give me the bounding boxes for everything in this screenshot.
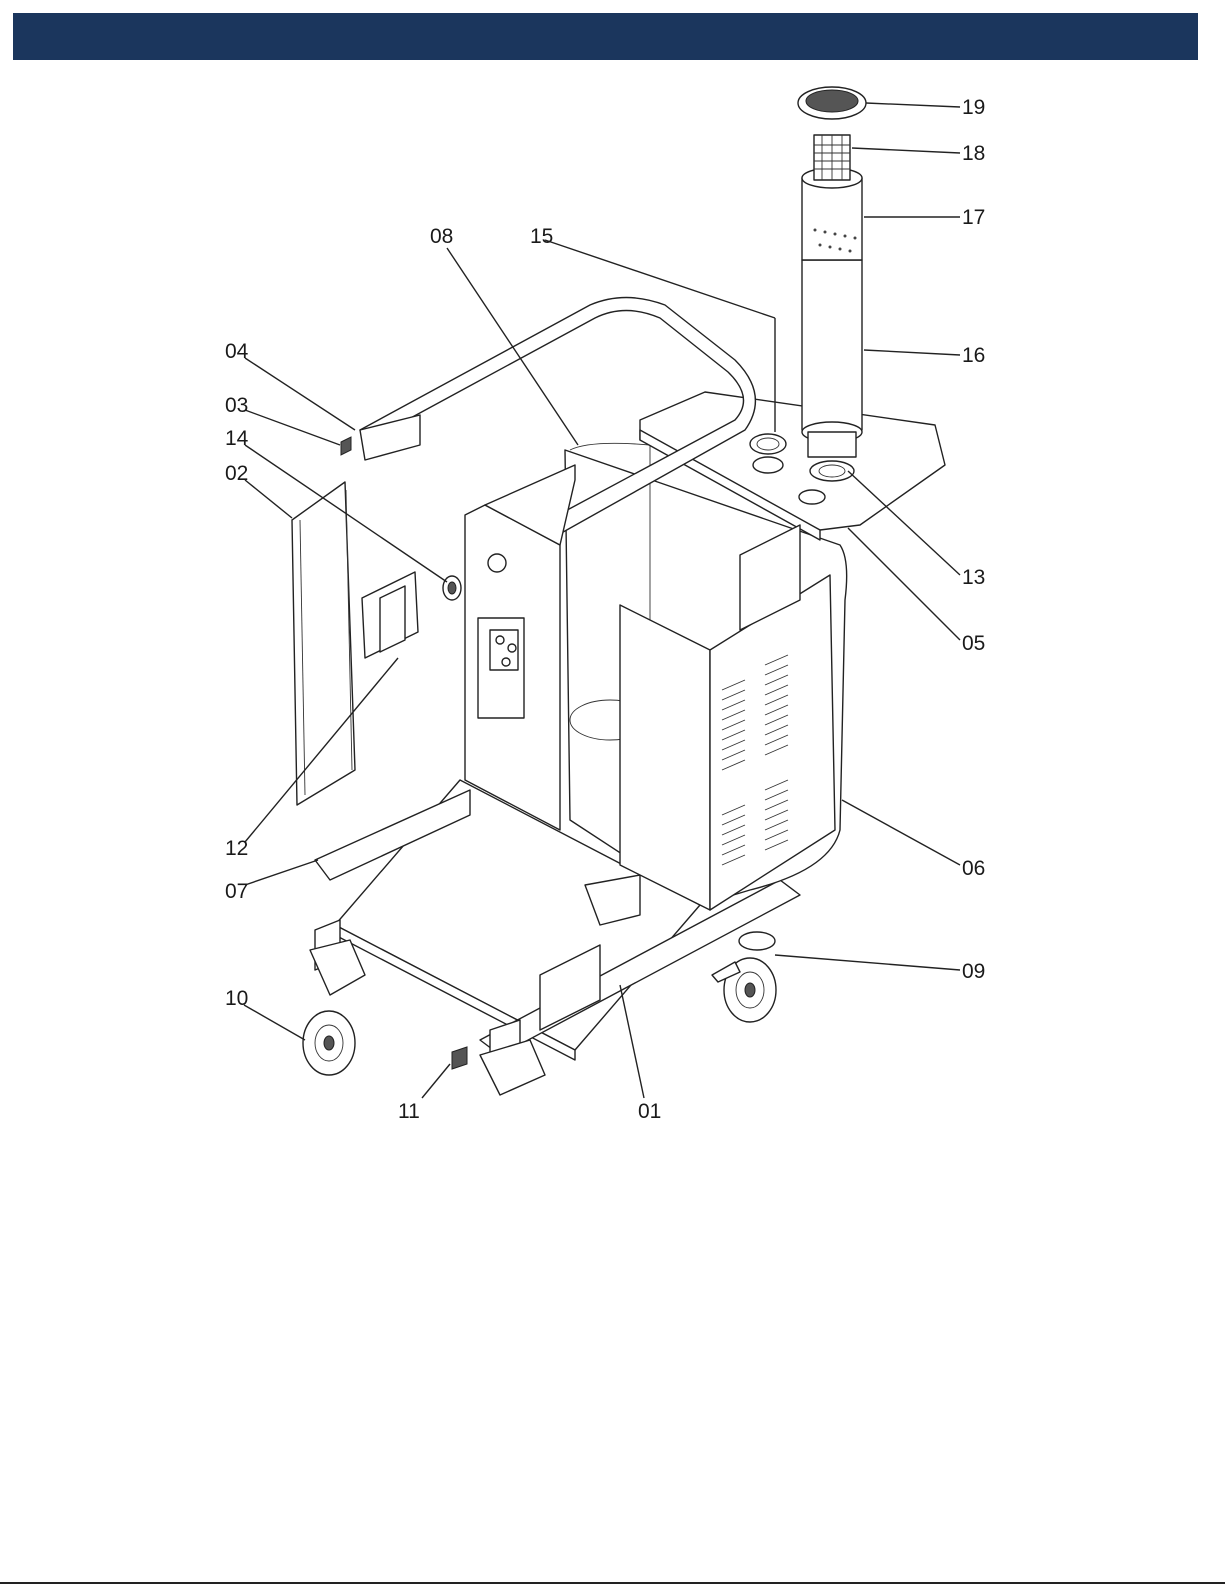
label-14: 14 — [225, 427, 249, 450]
label-08: 08 — [430, 225, 453, 248]
label-10: 10 — [225, 987, 248, 1010]
mounting-bracket — [362, 572, 418, 658]
label-03: 03 — [225, 394, 248, 417]
label-07: 07 — [225, 880, 248, 903]
control-panel — [465, 465, 575, 830]
column-stack — [798, 87, 866, 457]
label-09: 09 — [962, 960, 985, 983]
label-15: 15 — [530, 225, 553, 248]
label-02: 02 — [225, 462, 248, 485]
footer-rule — [0, 1582, 1225, 1584]
label-11: 11 — [398, 1100, 420, 1123]
label-17: 17 — [962, 206, 985, 229]
label-05: 05 — [962, 632, 985, 655]
label-19: 19 — [962, 96, 985, 119]
label-12: 12 — [225, 837, 248, 860]
label-18: 18 — [962, 142, 985, 165]
side-rail — [292, 482, 355, 805]
label-04: 04 — [225, 340, 249, 363]
label-13: 13 — [962, 566, 985, 589]
label-06: 06 — [962, 857, 985, 880]
label-01: 01 — [638, 1100, 661, 1123]
label-16: 16 — [962, 344, 985, 367]
